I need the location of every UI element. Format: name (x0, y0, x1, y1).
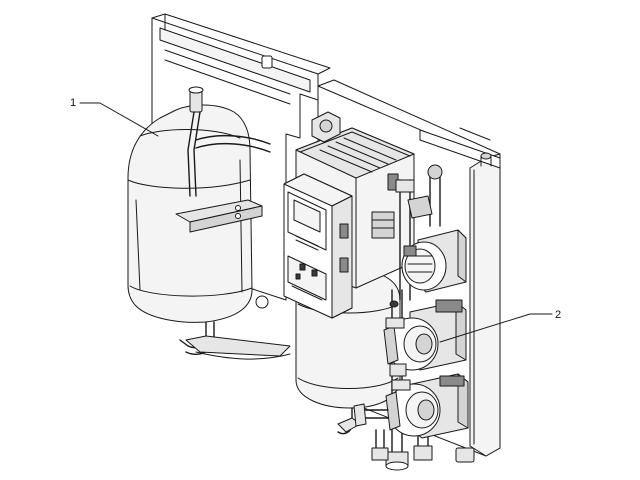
callout-1-leader (79, 102, 159, 137)
upper-pump (401, 229, 467, 293)
connection-pipe (179, 321, 291, 360)
callout-2-label: 2 (555, 309, 561, 321)
callout-2: 2 (439, 309, 561, 343)
expansion-vessel (127, 86, 271, 323)
callout-1: 1 (70, 97, 159, 137)
circulation-pump (383, 299, 467, 377)
control-unit (283, 173, 353, 319)
callout-2-leader (439, 313, 553, 343)
callout-1-label: 1 (70, 97, 76, 109)
lower-pump (353, 373, 469, 439)
